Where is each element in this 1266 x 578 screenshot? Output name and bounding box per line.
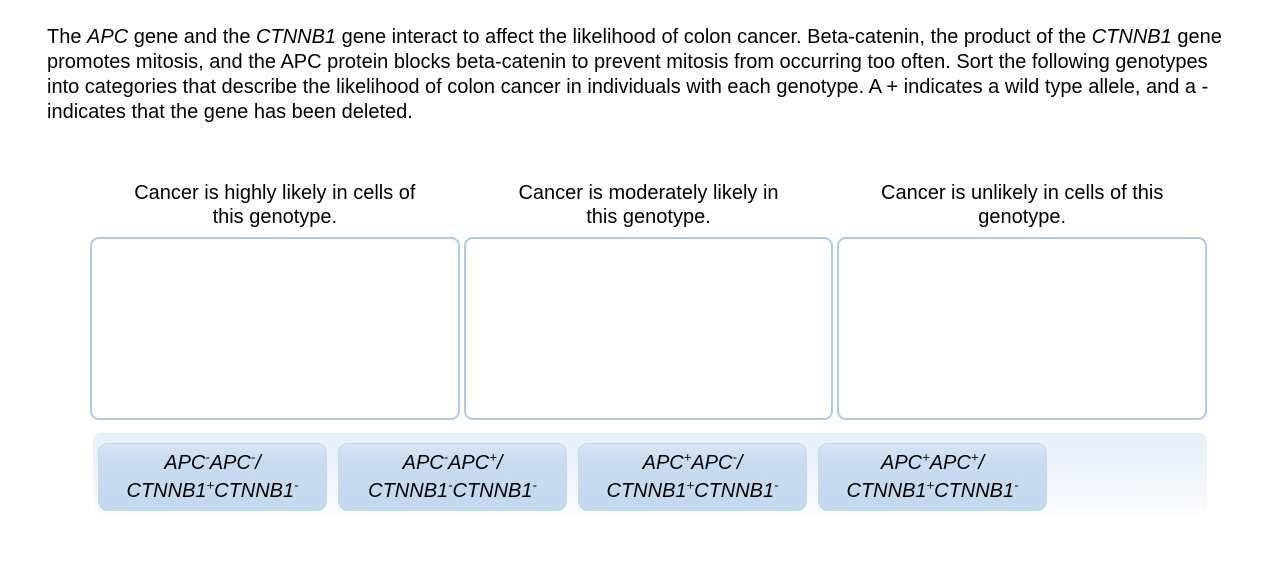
question-text: The APC gene and the CTNNB1 gene interac… bbox=[47, 26, 1222, 123]
category-header-line: this genotype. bbox=[212, 206, 338, 228]
genotype-line-1: APC-APC+/ bbox=[402, 449, 503, 474]
dropzones-row bbox=[90, 237, 1208, 420]
category-header-highly-likely: Cancer is highly likely in cells of this… bbox=[90, 181, 460, 229]
category-header-line: Cancer is unlikely in cells of this bbox=[881, 182, 1164, 204]
genotype-line-2: CTNNB1-CTNNB1- bbox=[368, 477, 537, 502]
category-header-line: Cancer is highly likely in cells of bbox=[134, 182, 416, 204]
category-header-line: this genotype. bbox=[586, 206, 711, 228]
category-header-line: genotype. bbox=[978, 206, 1067, 228]
genotype-line-2: CTNNB1+CTNNB1- bbox=[846, 477, 1019, 502]
dropzone-moderately-likely[interactable] bbox=[463, 237, 834, 420]
genotype-tile-3[interactable]: APC+APC-/ CTNNB1+CTNNB1- bbox=[578, 443, 807, 511]
dropzone-highly-likely[interactable] bbox=[90, 237, 460, 420]
genotype-line-1: APC+APC+/ bbox=[881, 449, 984, 474]
category-headers-row: Cancer is highly likely in cells of this… bbox=[90, 181, 1207, 229]
category-header-line: Cancer is moderately likely in bbox=[518, 182, 779, 204]
genotype-tile-1[interactable]: APC-APC-/ CTNNB1+CTNNB1- bbox=[98, 443, 327, 511]
genotype-line-2: CTNNB1+CTNNB1- bbox=[606, 477, 779, 502]
dropzone-unlikely[interactable] bbox=[837, 237, 1208, 420]
category-header-moderately-likely: Cancer is moderately likely in this geno… bbox=[464, 181, 834, 229]
genotype-line-2: CTNNB1+CTNNB1- bbox=[126, 477, 299, 502]
genotype-tile-4[interactable]: APC+APC+/ CTNNB1+CTNNB1- bbox=[818, 443, 1047, 511]
category-header-unlikely: Cancer is unlikely in cells of this geno… bbox=[837, 181, 1207, 229]
genotype-tray: APC-APC-/ CTNNB1+CTNNB1- APC-APC+/ CTNNB… bbox=[93, 433, 1207, 514]
genotype-line-1: APC-APC-/ bbox=[164, 449, 261, 474]
genotype-tile-2[interactable]: APC-APC+/ CTNNB1-CTNNB1- bbox=[338, 443, 567, 511]
genotype-line-1: APC+APC-/ bbox=[642, 449, 743, 474]
